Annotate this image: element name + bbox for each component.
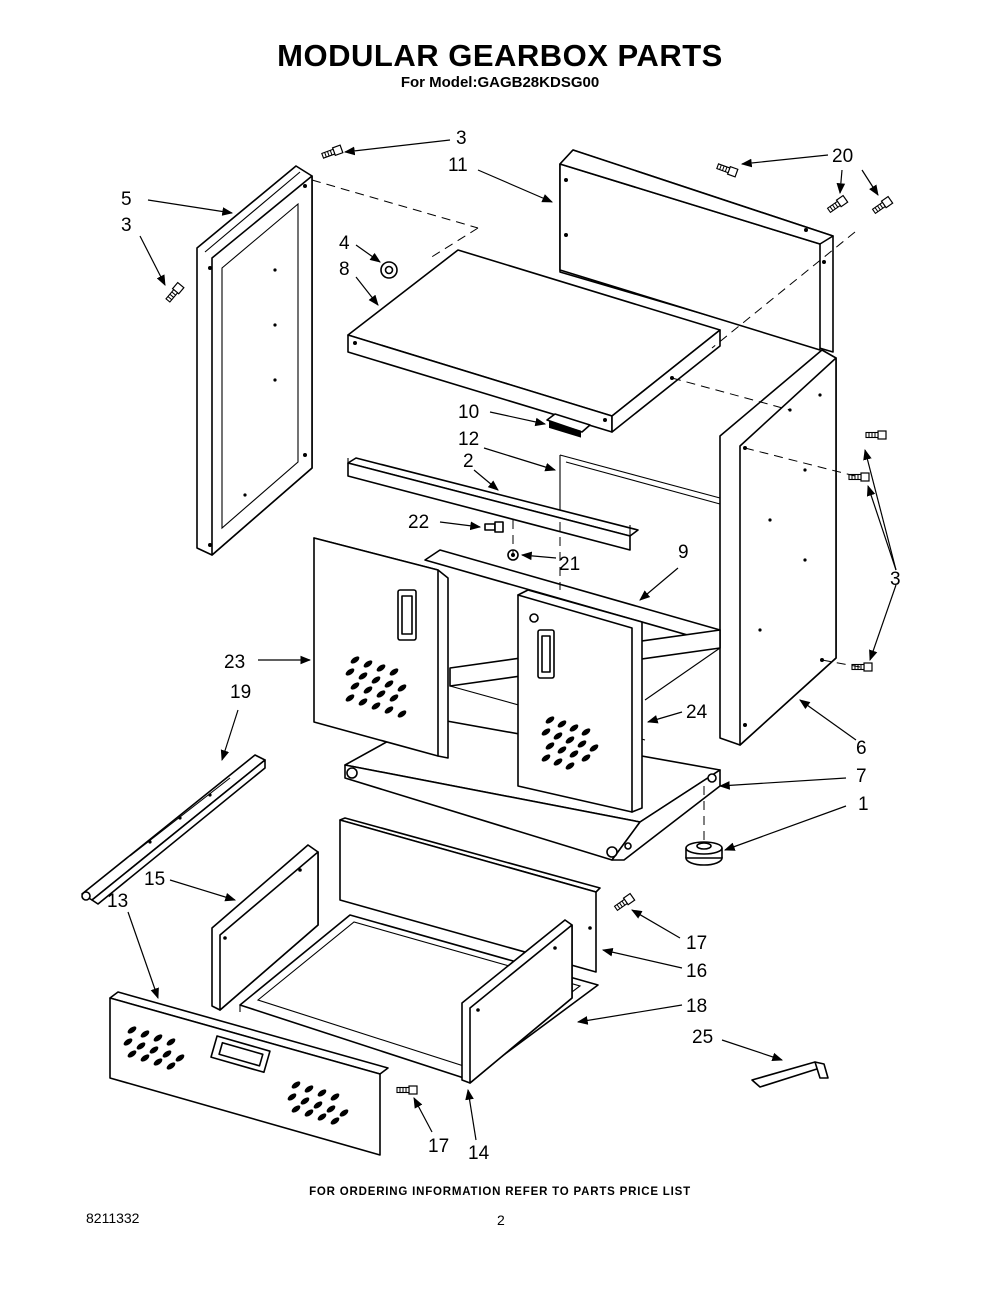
top-shelf-part-8 <box>347 249 721 433</box>
callout-1: 1 <box>858 794 869 815</box>
callout-numbers: 3 11 5 3 20 4 8 10 12 2 22 21 9 23 19 24… <box>107 128 901 1164</box>
callout-8: 8 <box>339 259 350 280</box>
back-panel-part-11 <box>559 149 834 353</box>
callout-9: 9 <box>678 542 689 563</box>
drawer-left-side-part-15 <box>211 844 319 1011</box>
screw-part-3-right-c <box>851 662 873 672</box>
screw-part-20-c <box>871 195 894 216</box>
callout-7: 7 <box>856 766 867 787</box>
page-title: MODULAR GEARBOX PARTS <box>277 38 723 73</box>
document-number: 8211332 <box>86 1210 140 1226</box>
callout-22: 22 <box>408 512 429 533</box>
nut-part-4 <box>380 261 398 279</box>
callout-15: 15 <box>144 869 165 890</box>
screw-part-3-right-a <box>865 430 887 440</box>
rail-bar-part-2 <box>347 457 639 551</box>
callout-3-right: 3 <box>890 569 901 590</box>
screw-part-20-b <box>826 194 849 215</box>
callout-19: 19 <box>230 682 251 703</box>
callout-3-left: 3 <box>121 215 132 236</box>
callout-17-bottom: 17 <box>428 1136 449 1157</box>
drawer-slide-part-19 <box>81 754 266 905</box>
callout-20: 20 <box>832 146 853 167</box>
drawer-right-side-part-14 <box>461 919 573 1084</box>
screw-part-3-top <box>320 144 344 161</box>
callout-21: 21 <box>559 554 580 575</box>
callout-14: 14 <box>468 1143 490 1164</box>
callout-12: 12 <box>458 429 479 450</box>
callout-5: 5 <box>121 189 132 210</box>
hex-key-part-25 <box>751 1061 829 1088</box>
latch-pin-part-22 <box>484 521 504 533</box>
callout-10: 10 <box>458 402 479 423</box>
left-side-panel-part-5 <box>196 165 313 556</box>
callout-17-right: 17 <box>686 933 707 954</box>
callout-6: 6 <box>856 738 867 759</box>
right-door-part-24 <box>517 589 643 813</box>
drawer-front-part-13 <box>109 991 389 1156</box>
screw-part-3-left <box>164 281 185 304</box>
callout-3-top: 3 <box>456 128 467 149</box>
leader-arrows <box>127 139 897 1141</box>
alignment-lines <box>311 179 861 845</box>
leveling-foot-part-1 <box>685 841 723 866</box>
page-number: 2 <box>497 1212 505 1228</box>
callout-11: 11 <box>448 155 468 176</box>
callout-23: 23 <box>224 652 245 673</box>
callout-24: 24 <box>686 702 708 723</box>
ordering-note: FOR ORDERING INFORMATION REFER TO PARTS … <box>309 1186 691 1198</box>
callout-16: 16 <box>686 961 707 982</box>
screw-part-17-a <box>613 892 636 913</box>
screw-part-3-right-b <box>848 472 870 482</box>
callout-25: 25 <box>692 1027 713 1048</box>
screw-part-20-a <box>715 161 739 178</box>
callout-2: 2 <box>463 451 474 472</box>
callout-13: 13 <box>107 891 128 912</box>
left-door-part-23 <box>313 537 449 759</box>
callout-18: 18 <box>686 996 707 1017</box>
callout-4: 4 <box>339 233 350 254</box>
label-plate-part-10 <box>546 413 591 438</box>
inner-frame-part-12 <box>559 454 721 520</box>
drawer-back-part-16 <box>339 817 601 973</box>
right-side-panel-part-6 <box>719 349 837 746</box>
model-subtitle: For Model:GAGB28KDSG00 <box>400 74 600 91</box>
screw-part-17-b <box>396 1085 418 1095</box>
